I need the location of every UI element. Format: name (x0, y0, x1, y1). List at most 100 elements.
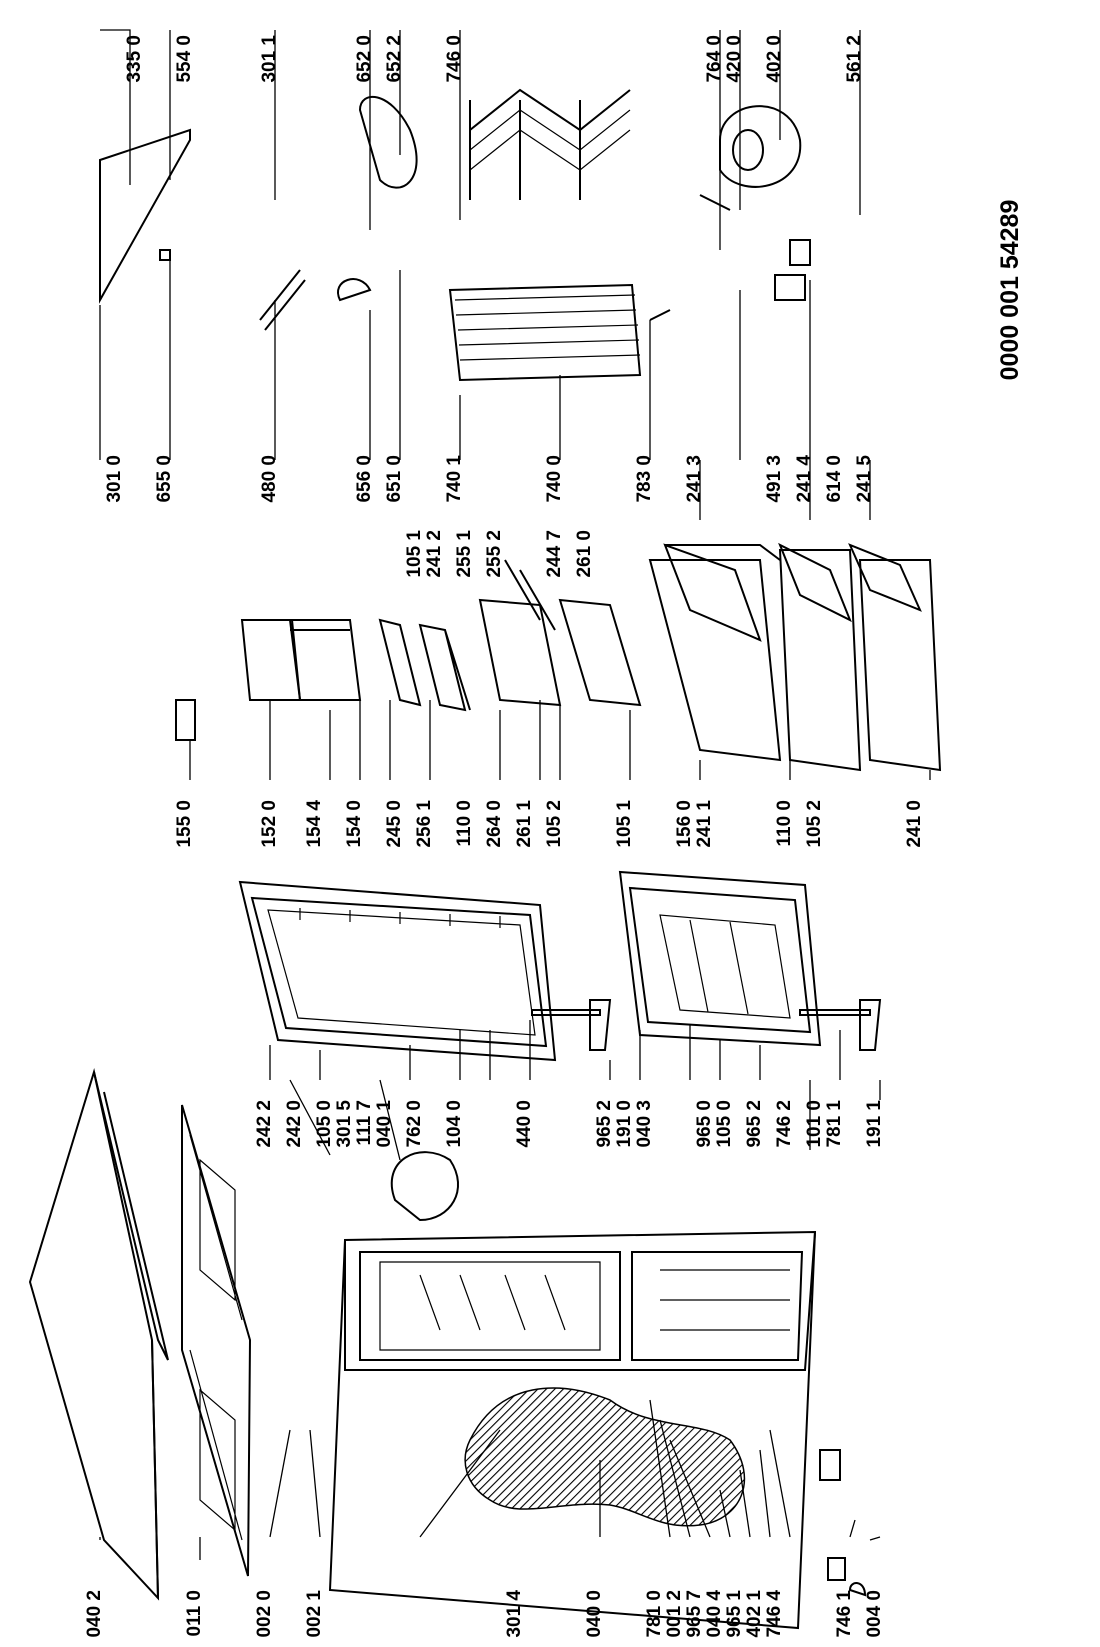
thermostat-drawing (259, 269, 306, 331)
part-label: 301 0 (104, 455, 125, 503)
lamp-cover-drawing (337, 278, 372, 302)
drawer-front-drawing (663, 542, 922, 642)
leader-lines (99, 29, 931, 1560)
control-panel-drawing (99, 128, 191, 304)
part-label: 040 0 (584, 1590, 605, 1638)
part-label: 301 5 (334, 1100, 355, 1148)
part-label: 255 2 (484, 530, 505, 578)
part-label: 040 2 (84, 1590, 105, 1638)
part-label: 261 0 (574, 530, 595, 578)
part-label: 002 0 (254, 1590, 275, 1638)
part-label: 554 0 (174, 35, 195, 83)
drawings (28, 88, 942, 1630)
part-label: 241 2 (424, 530, 445, 578)
part-label: 420 0 (724, 35, 745, 83)
part-label: 110 0 (454, 800, 475, 847)
part-label: 740 0 (544, 455, 565, 503)
part-label: 652 0 (354, 35, 375, 83)
part-label: 261 1 (514, 800, 535, 848)
part-label: 242 0 (284, 1100, 305, 1148)
part-label: 746 2 (774, 1100, 795, 1148)
part-label: 480 0 (259, 455, 280, 503)
fridge-door-drawing (238, 880, 557, 1062)
part-label: 241 5 (854, 455, 875, 503)
part-label: 105 0 (714, 1100, 735, 1148)
part-label: 245 0 (384, 800, 405, 848)
part-label: 335 0 (124, 35, 145, 83)
capillary-drawing (649, 194, 731, 321)
part-label: 402 1 (744, 1590, 765, 1638)
document-number: 0000 001 54289 (996, 200, 1024, 381)
part-label: 105 0 (314, 1100, 335, 1148)
part-label: 740 1 (444, 455, 465, 503)
part-label: 105 2 (544, 800, 565, 848)
part-label: 746 4 (764, 1590, 785, 1638)
part-label: 244 7 (544, 530, 565, 578)
part-label: 965 0 (694, 1100, 715, 1148)
part-label: 402 0 (764, 35, 785, 83)
top-frame-drawing (181, 1104, 252, 1577)
part-label: 154 0 (344, 800, 365, 848)
freezer-drawer-3-drawing (858, 559, 942, 772)
evaporator-drawing (448, 283, 642, 382)
part-label: 651 0 (384, 455, 405, 503)
part-label: 011 0 (184, 1590, 205, 1637)
part-label: 242 2 (254, 1100, 275, 1148)
part-label: 746 0 (444, 35, 465, 83)
part-label: 491 3 (764, 455, 785, 503)
part-label: 191 0 (614, 1100, 635, 1148)
part-label: 264 0 (484, 800, 505, 848)
part-label: 656 0 (354, 455, 375, 503)
part-label: 652 2 (384, 35, 405, 83)
part-label: 762 0 (404, 1100, 425, 1148)
part-label: 040 1 (374, 1100, 395, 1148)
part-label: 155 0 (174, 800, 195, 848)
part-label: 040 4 (704, 1590, 725, 1638)
compressor-drawing (719, 105, 802, 188)
part-label: 440 0 (514, 1100, 535, 1148)
fridge-gasket-drawing (531, 999, 612, 1051)
crisper-cover-drawing (504, 559, 556, 631)
part-label: 781 0 (644, 1590, 665, 1638)
part-label: 110 0 (774, 800, 795, 847)
light-switch-drawing (159, 249, 171, 261)
part-label: 965 1 (724, 1590, 745, 1638)
part-label: 256 1 (414, 800, 435, 848)
part-label: 040 3 (634, 1100, 655, 1148)
fan-drawing (390, 1151, 460, 1222)
part-label: 746 1 (834, 1590, 855, 1638)
door-balcony-drawing (288, 619, 362, 701)
part-label: 965 2 (594, 1100, 615, 1148)
freezer-drawer-1-drawing (648, 544, 782, 762)
part-label: 241 3 (684, 455, 705, 503)
part-label: 255 1 (454, 530, 475, 578)
part-label: 764 0 (704, 35, 725, 83)
part-label: 105 1 (404, 530, 425, 578)
part-label: 783 0 (634, 455, 655, 503)
part-label: 105 2 (804, 800, 825, 848)
part-label: 301 1 (259, 35, 280, 83)
crisper-drawing (478, 598, 642, 707)
part-label: 111 7 (354, 1100, 375, 1145)
part-label: 614 0 (824, 455, 845, 503)
part-label: 241 0 (904, 800, 925, 848)
part-label: 241 4 (794, 455, 815, 503)
freezer-drawer-2-drawing (778, 549, 862, 772)
egg-tray-drawing (175, 699, 196, 741)
relay-drawing (774, 239, 811, 301)
cabinet-body-drawing (328, 1230, 817, 1630)
part-label: 965 7 (684, 1590, 705, 1638)
part-label: 105 1 (614, 800, 635, 848)
top-cover-drawing (28, 1068, 169, 1601)
part-label: 002 1 (304, 1590, 325, 1638)
part-label: 561 2 (844, 35, 865, 83)
glass-shelf-drawing (378, 618, 471, 712)
part-label: 101 0 (804, 1100, 825, 1148)
part-label: 001 2 (664, 1590, 685, 1638)
part-label: 154 4 (304, 800, 325, 848)
hinge-drawing (819, 1449, 846, 1581)
freezer-door-drawing (618, 870, 822, 1047)
part-label: 781 1 (824, 1100, 845, 1148)
part-label: 152 0 (259, 800, 280, 848)
